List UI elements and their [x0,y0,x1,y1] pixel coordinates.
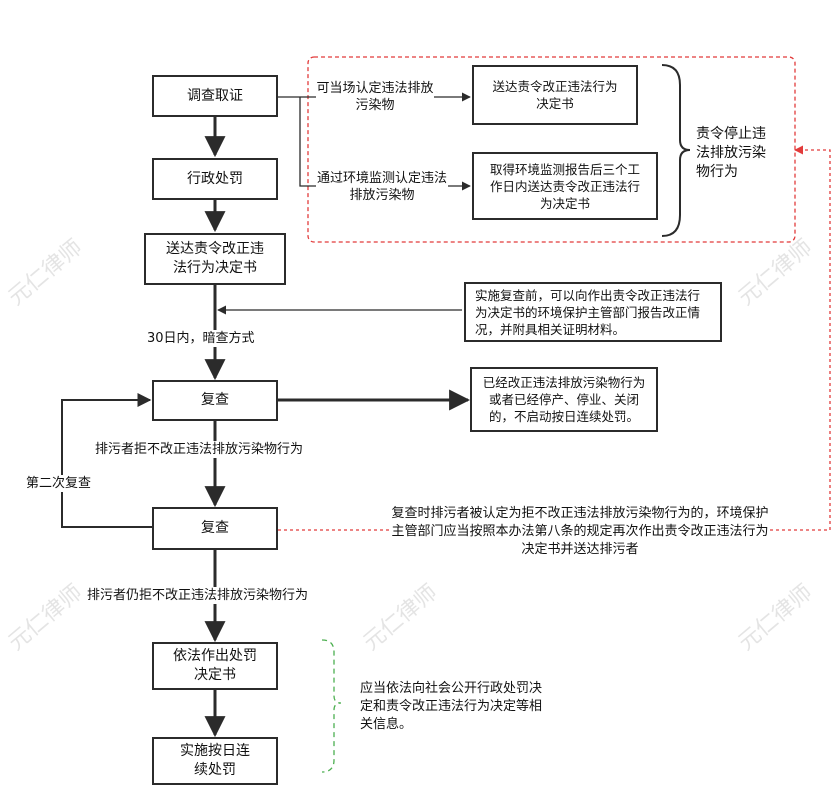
within-30-days-label: 30日内，暗查方式 [145,330,257,347]
serve-order-text: 送达责令改正违法行为决定书 [166,241,264,276]
review2-text: 复查 [201,520,229,536]
daily-penalty-text: 实施按日连续处罚 [180,743,250,778]
investigate-text: 调查取证 [187,87,243,104]
onsite-box-text: 送达责令改正违法行为决定书 [492,79,618,111]
corrected-box: 已经改正违法排放污染物行为或者已经停产、停业、关闭的，不启动按日连续处罚。 [470,367,658,432]
penalty-box: 行政处罚 [152,158,278,200]
pre-review-note-text: 实施复查前，可以向作出责令改正违法行为决定书的环境保护主管部门报告改正情况，并附… [475,287,701,337]
serve-order-box: 送达责令改正违法行为决定书 [144,233,286,285]
investigate-box: 调查取证 [152,75,278,117]
review1-text: 复查 [201,392,229,408]
corrected-text: 已经改正违法排放污染物行为或者已经停产、停业、关闭的，不启动按日连续处罚。 [482,375,646,424]
second-review-label: 第二次复查 [24,475,94,492]
brace [661,64,691,237]
penalty-text: 行政处罚 [187,170,243,187]
onsite-label: 可当场认定违法排放污染物 [316,80,434,114]
red-dashed-feedback-2 [770,145,831,531]
refuse-label: 排污者拒不改正违法排放污染物行为 [93,441,306,458]
still-refuse-label: 排污者仍拒不改正违法排放污染物行为 [85,587,311,604]
review1-box: 复查 [152,380,278,421]
penalty-decision-box: 依法作出处罚决定书 [152,642,278,690]
second-review-note: 复查时排污者被认定为拒不改正违法排放污染物行为的，环境保护主管部门应当按照本办法… [390,505,770,559]
monitor-box: 取得环境监测报告后三个工作日内送达责令改正违法行为决定书 [472,152,658,220]
brace-text: 责令停止违法排放污染物行为 [696,126,766,180]
penalty-decision-text: 依法作出处罚决定书 [173,648,257,683]
review2-box: 复查 [152,507,278,550]
monitor-box-text: 取得环境监测报告后三个工作日内送达责令改正违法行为决定书 [489,161,640,211]
onsite-box: 送达责令改正违法行为决定书 [472,65,638,125]
monitor-label: 通过环境监测认定违法排放污染物 [316,170,448,204]
green-dashed-bracket [321,639,342,773]
daily-penalty-box: 实施按日连续处罚 [152,737,278,785]
pre-review-note-box: 实施复查前，可以向作出责令改正违法行为决定书的环境保护主管部门报告改正情况，并附… [464,282,722,342]
arrow-second-review-loop [61,393,152,528]
public-note: 应当依法向社会公开行政处罚决定和责令改正违法行为决定等相关信息。 [360,681,543,732]
